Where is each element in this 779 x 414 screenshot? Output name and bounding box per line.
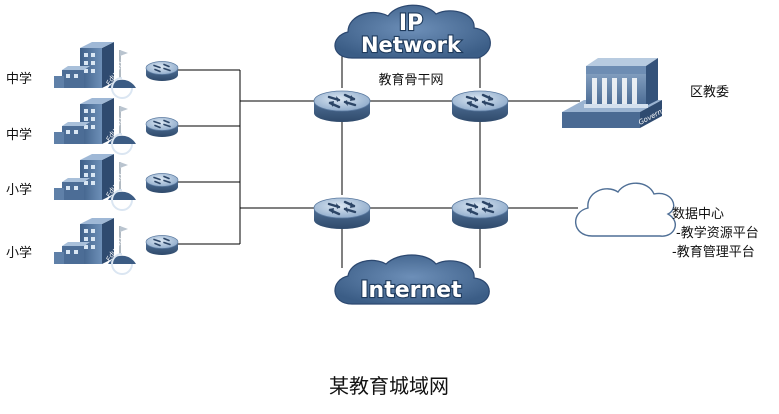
data-center-item: -教育管理平台 xyxy=(672,244,755,260)
edge-router-icon xyxy=(145,234,179,256)
internet-cloud: Internet xyxy=(334,254,490,305)
government-label: 区教委 xyxy=(690,84,729,100)
diagram-title: 某教育城域网 xyxy=(329,374,449,398)
school-label: 小学 xyxy=(6,182,32,198)
ip-network-cloud: IP Network xyxy=(334,4,491,59)
school-building-icon xyxy=(53,41,137,99)
school-building-icon xyxy=(53,153,137,211)
backbone-label: 教育骨干网 xyxy=(378,72,443,88)
ip-network-label-line2: Network xyxy=(361,33,462,57)
school-4: 小学 Education xyxy=(6,217,179,275)
school-1: 中学 Education xyxy=(6,41,179,99)
data-center-title: 数据中心 xyxy=(672,207,724,222)
edge-router-icon xyxy=(145,172,179,194)
school-building-icon xyxy=(53,97,137,155)
core-router-top-right xyxy=(450,89,510,124)
data-center-cloud-icon xyxy=(575,182,677,237)
government-building-icon: Government xyxy=(562,58,680,128)
school-3: 小学 Education xyxy=(6,153,179,211)
internet-label: Internet xyxy=(360,278,462,303)
school-label: 中学 xyxy=(6,71,32,87)
core-router-bottom-left xyxy=(312,196,372,231)
edge-router-icon xyxy=(145,116,179,138)
school-label: 小学 xyxy=(6,245,32,261)
core-router-bottom-right xyxy=(450,196,510,231)
ip-network-label-line1: IP xyxy=(399,11,423,36)
school-2: 中学 Education xyxy=(6,97,179,155)
edge-router-icon xyxy=(145,60,179,82)
school-building-icon xyxy=(53,217,137,275)
data-center-item: -教学资源平台 xyxy=(676,225,759,241)
core-router-top-left xyxy=(312,89,372,124)
network-links xyxy=(178,50,580,268)
school-label: 中学 xyxy=(6,127,32,143)
